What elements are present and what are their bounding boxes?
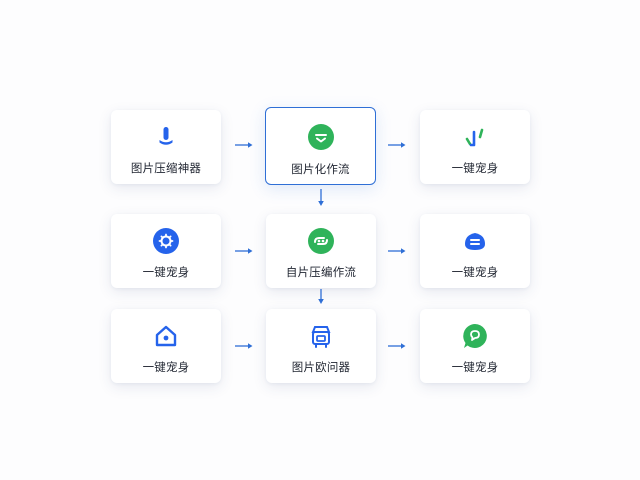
node-label: 一键宠身: [142, 360, 190, 374]
node-label: 一键宠身: [451, 265, 499, 279]
node-one-click-2[interactable]: 一键宠身: [111, 214, 221, 288]
arrow-right: [387, 342, 407, 350]
node-one-click-4[interactable]: 一键宠身: [111, 309, 221, 383]
node-label: 自片压编作流: [285, 265, 357, 279]
green-link-icon: [307, 227, 335, 255]
node-one-click-5[interactable]: 一键宠身: [420, 309, 530, 383]
pen-nib-icon: [152, 123, 180, 151]
node-label: 一键宠身: [451, 161, 499, 175]
node-label: 一键宠身: [451, 360, 499, 374]
node-label: 图片压缩神器: [130, 161, 202, 175]
arrow-right: [234, 141, 254, 149]
gear-badge-icon: [152, 227, 180, 255]
home-icon: [152, 322, 180, 350]
arrow-right: [234, 247, 254, 255]
node-compress-workflow[interactable]: 自片压编作流: [266, 214, 376, 288]
node-image-workflow[interactable]: 图片化作流: [265, 107, 376, 185]
arrow-down: [317, 188, 325, 208]
arrow-right: [387, 141, 407, 149]
tick-marks-icon: [461, 123, 489, 151]
node-one-click-3[interactable]: 一键宠身: [420, 214, 530, 288]
chat-bubble-icon: [461, 322, 489, 350]
cloud-badge-icon: [461, 227, 489, 255]
node-label: 图片欧问器: [291, 360, 351, 374]
node-image-inquiry-tool[interactable]: 图片欧问器: [266, 309, 376, 383]
arrow-down: [317, 288, 325, 306]
node-one-click-1[interactable]: 一键宠身: [420, 110, 530, 184]
arrow-right: [234, 342, 254, 350]
node-image-compress-tool[interactable]: 图片压缩神器: [111, 110, 221, 184]
arrow-right: [387, 247, 407, 255]
machine-icon: [307, 322, 335, 350]
green-chat-icon: [307, 123, 335, 151]
node-label: 图片化作流: [291, 162, 350, 176]
node-label: 一键宠身: [142, 265, 190, 279]
